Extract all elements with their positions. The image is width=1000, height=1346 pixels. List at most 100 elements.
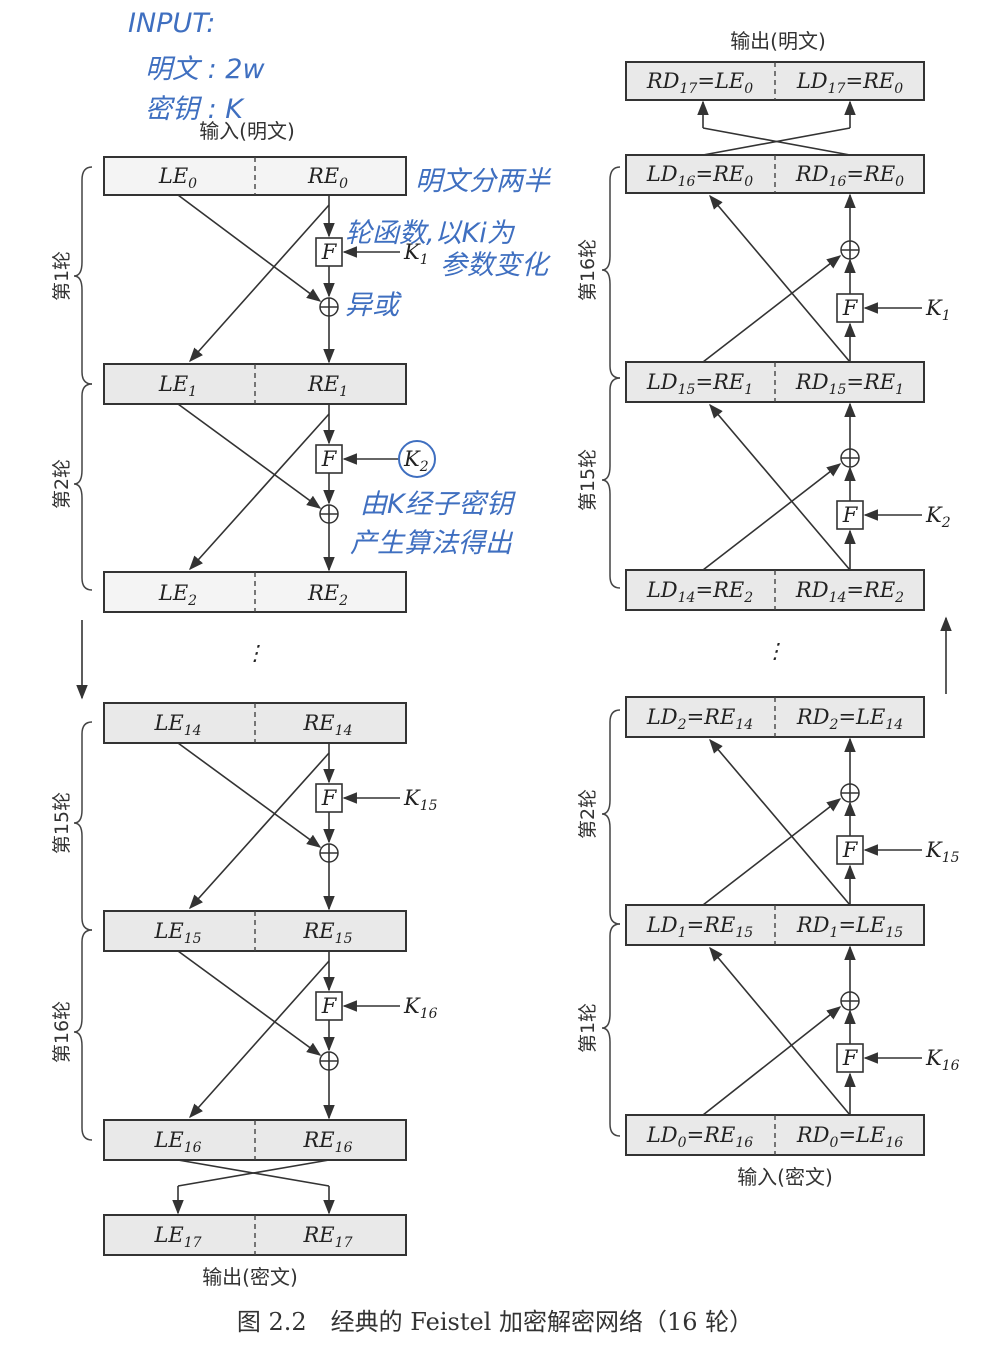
svg-text:RE14: RE14 xyxy=(303,711,353,739)
svg-text:RD16=RE0: RD16=RE0 xyxy=(795,162,904,190)
decrypt-round-16-brace xyxy=(601,166,621,379)
encrypt-round-16-label: 第16轮 xyxy=(51,1001,73,1063)
svg-text:LE16: LE16 xyxy=(153,1128,201,1156)
svg-text:RE17: RE17 xyxy=(303,1223,353,1251)
svg-text:LD15=RE1: LD15=RE1 xyxy=(646,370,753,398)
decrypt-register-16: LD16=RE0 RD16=RE0 xyxy=(625,154,925,194)
svg-text:LD17=RE0: LD17=RE0 xyxy=(796,69,903,97)
encrypt-round-16-wiring: F xyxy=(177,950,400,1120)
svg-text:F: F xyxy=(321,994,338,1018)
decrypt-final-swap xyxy=(697,100,856,156)
svg-text:F: F xyxy=(321,240,338,264)
encrypt-key-16: K16 xyxy=(403,994,438,1022)
encrypt-register-0: LE0 RE0 xyxy=(103,156,407,196)
encrypt-round-2-label: 第2轮 xyxy=(51,459,73,509)
svg-text:RE0: RE0 xyxy=(307,164,348,192)
decrypt-key-2: K2 xyxy=(925,503,951,531)
note-plaintext: 明文 : 2w xyxy=(145,54,265,85)
encrypt-register-1: LE1 RE1 xyxy=(103,363,407,405)
decrypt-round-16-label: 第16轮 xyxy=(577,239,599,301)
encrypt-key-2: K2 xyxy=(403,447,429,475)
decrypt-register-0: LD0=RE16 RD0=LE16 xyxy=(625,1114,925,1156)
encrypt-key-15: K15 xyxy=(403,786,438,814)
svg-text:LE14: LE14 xyxy=(153,711,201,739)
svg-text:F: F xyxy=(842,1046,859,1070)
note-xor: 异或 xyxy=(345,290,402,321)
encrypt-register-2: LE2 RE2 xyxy=(103,571,407,613)
svg-text:F: F xyxy=(842,296,859,320)
svg-text:LE17: LE17 xyxy=(153,1223,201,1251)
encrypt-round-15-wiring: F xyxy=(177,742,400,911)
note-round-function-1: 轮函数,以Ki为 xyxy=(345,218,516,249)
encrypt-round-15-brace xyxy=(73,721,93,931)
svg-text:RD15=RE1: RD15=RE1 xyxy=(795,370,904,398)
decrypt-register-1: LD1=RE15 RD1=LE15 xyxy=(625,904,925,946)
note-subkey-2: 产生算法得出 xyxy=(350,528,514,559)
svg-text:LD1=RE15: LD1=RE15 xyxy=(646,913,753,941)
decrypt-round-2-label: 第2轮 xyxy=(577,789,599,839)
encrypt-round-2-wiring: F xyxy=(177,403,400,572)
svg-text:LE2: LE2 xyxy=(158,581,197,609)
svg-text:RD17=LE0: RD17=LE0 xyxy=(646,69,753,97)
decrypt-round-1-label: 第1轮 xyxy=(577,1003,599,1053)
encrypt-register-14: LE14 RE14 xyxy=(103,702,407,744)
encrypt-round-1-label: 第1轮 xyxy=(51,251,73,301)
encrypt-key-1: K1 xyxy=(403,240,429,268)
svg-text:F: F xyxy=(321,786,338,810)
encrypt-ellipsis: ⋮ xyxy=(245,641,266,665)
svg-text:RD1=LE15: RD1=LE15 xyxy=(796,913,903,941)
svg-text:LE15: LE15 xyxy=(153,919,201,947)
decrypt-ellipsis: ⋮ xyxy=(765,639,786,663)
decrypt-round-1-wiring: F xyxy=(702,945,922,1116)
svg-text:RE16: RE16 xyxy=(303,1128,353,1156)
decrypt-round-2-wiring: F xyxy=(702,737,922,906)
note-input: INPUT: xyxy=(128,8,215,39)
svg-text:RE15: RE15 xyxy=(303,919,353,947)
decrypt-register-2: LD2=RE14 RD2=LE14 xyxy=(625,696,925,738)
decrypt-register-17: RD17=LE0 LD17=RE0 xyxy=(625,61,925,101)
decrypt-output-label: 输出(明文) xyxy=(730,29,826,53)
svg-text:RE1: RE1 xyxy=(307,372,348,400)
svg-text:F: F xyxy=(842,838,859,862)
note-round-function-2: 参数变化 xyxy=(440,250,551,281)
decrypt-register-15: LD15=RE1 RD15=RE1 xyxy=(625,361,925,403)
svg-text:RD0=LE16: RD0=LE16 xyxy=(796,1123,903,1151)
svg-text:F: F xyxy=(842,503,859,527)
decrypt-key-1: K1 xyxy=(925,296,951,324)
encrypt-register-16: LE16 RE16 xyxy=(103,1119,407,1161)
decrypt-round-16-wiring: F xyxy=(702,193,922,363)
encrypt-round-16-brace xyxy=(73,929,93,1141)
encrypt-input-label: 输入(明文) xyxy=(199,119,295,143)
svg-text:LE0: LE0 xyxy=(158,164,197,192)
encrypt-register-17: LE17 RE17 xyxy=(103,1214,407,1256)
encrypt-final-swap xyxy=(172,1159,335,1215)
decrypt-round-1-brace xyxy=(601,923,621,1137)
svg-text:LE1: LE1 xyxy=(158,372,197,400)
decrypt-input-label: 输入(密文) xyxy=(737,1165,833,1189)
svg-text:F: F xyxy=(321,447,338,471)
svg-text:RE2: RE2 xyxy=(307,581,348,609)
encrypt-output-label: 输出(密文) xyxy=(202,1265,298,1289)
svg-text:LD16=RE0: LD16=RE0 xyxy=(646,162,753,190)
encrypt-register-15: LE15 RE15 xyxy=(103,910,407,952)
decrypt-round-15-wiring: F xyxy=(702,402,922,571)
svg-text:RD14=RE2: RD14=RE2 xyxy=(795,578,904,606)
note-subkey-1: 由K经子密钥 xyxy=(360,489,517,520)
encrypt-round-2-brace xyxy=(73,383,93,591)
decrypt-register-14: LD14=RE2 RD14=RE2 xyxy=(625,569,925,611)
decrypt-round-15-label: 第15轮 xyxy=(577,449,599,511)
svg-text:LD2=RE14: LD2=RE14 xyxy=(646,705,753,733)
decrypt-key-15: K15 xyxy=(925,838,960,866)
decrypt-round-15-brace xyxy=(601,377,621,589)
svg-text:RD2=LE14: RD2=LE14 xyxy=(796,705,903,733)
svg-text:LD14=RE2: LD14=RE2 xyxy=(646,578,753,606)
svg-text:LD0=RE16: LD0=RE16 xyxy=(646,1123,753,1151)
key-2-circle-annotation xyxy=(398,440,436,478)
note-key: 密钥 : K xyxy=(145,94,245,125)
figure-caption: 图 2.2 经典的 Feistel 加密解密网络（16 轮） xyxy=(237,1308,753,1336)
decrypt-round-2-brace xyxy=(601,709,621,925)
encrypt-round-1-wiring: F xyxy=(177,194,400,364)
encrypt-round-1-brace xyxy=(73,166,93,385)
decrypt-key-16: K16 xyxy=(925,1046,960,1074)
